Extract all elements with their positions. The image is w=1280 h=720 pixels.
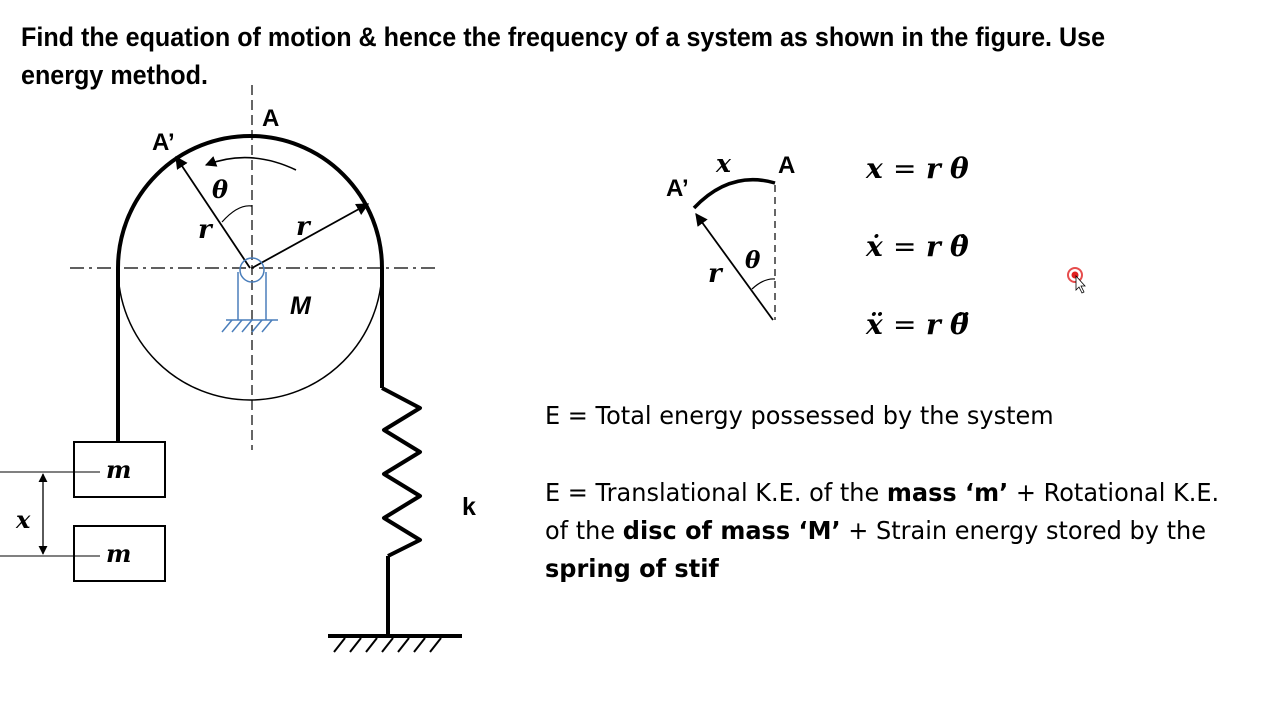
energy-definition: E = Total energy possessed by the system [545,401,1054,430]
eq1-equals: = [893,152,916,185]
inset-label-arc: x [715,149,732,178]
label-disc-mass: M [290,292,312,320]
energy-term-disc: disc of mass ‘M’ [622,516,841,545]
label-radius-left: r [198,215,214,245]
eq2-equals: = [893,230,916,263]
inset-theta-arc [751,278,776,290]
eq3-lhs: ẍ [865,308,883,341]
energy-term-mass: mass ‘m’ [886,478,1009,507]
equation-acceleration: ẍ = r θ̈ [865,308,969,341]
eq2-lhs: ẋ [865,230,883,263]
ground [328,634,462,653]
equation-displacement: x = r θ [865,152,969,185]
label-mass-lower: m [106,539,131,568]
mass-block-upper [73,441,166,498]
eq3-equals: = [893,308,916,341]
energy-term-text-3: + Strain energy stored by the [840,516,1206,545]
energy-term-spring: spring of stif [545,554,719,583]
rotation-arrow [204,156,297,171]
inset-label-a-prime: A’ [666,175,689,202]
label-theta: θ [212,175,228,204]
spring [381,386,422,558]
inset-radius [695,212,774,321]
eq1-rhs: θ [950,152,969,185]
pivot-support [221,257,278,333]
label-a: A [262,105,279,132]
label-mass-upper: m [106,455,131,484]
energy-term-text-2: + Rotational K.E. of the [545,478,1220,545]
energy-term-text-1: E = Translational K.E. of the [545,478,887,507]
mouse-cursor-icon [1067,267,1086,294]
eq3-r: r [926,308,943,341]
inset-arc [692,178,776,210]
label-a-prime: A’ [152,129,175,156]
question-title: Find the equation of motion & hence the … [21,22,1106,90]
inset-diagram: x A A’ θ r [666,149,795,321]
inset-label-a: A [778,152,795,179]
label-spring: k [462,493,476,521]
label-displacement: x [15,505,31,534]
inset-label-radius: r [708,259,724,289]
eq3-rhs: θ̈ [950,308,969,341]
radius-to-a-prime [175,155,251,269]
eq2-r: r [926,230,943,263]
energy-terms: E = Translational K.E. of the mass ‘m’ +… [545,474,1236,588]
eq2-rhs: θ̇ [950,230,969,263]
inset-label-theta: θ [745,247,761,274]
label-radius-right: r [296,212,312,242]
eq1-lhs: x [865,152,883,185]
mass-block-lower [73,525,166,582]
eq1-r: r [926,152,943,185]
equation-velocity: ẋ = r θ̇ [865,230,969,263]
radius-right [251,203,370,269]
theta-arc [221,205,253,223]
